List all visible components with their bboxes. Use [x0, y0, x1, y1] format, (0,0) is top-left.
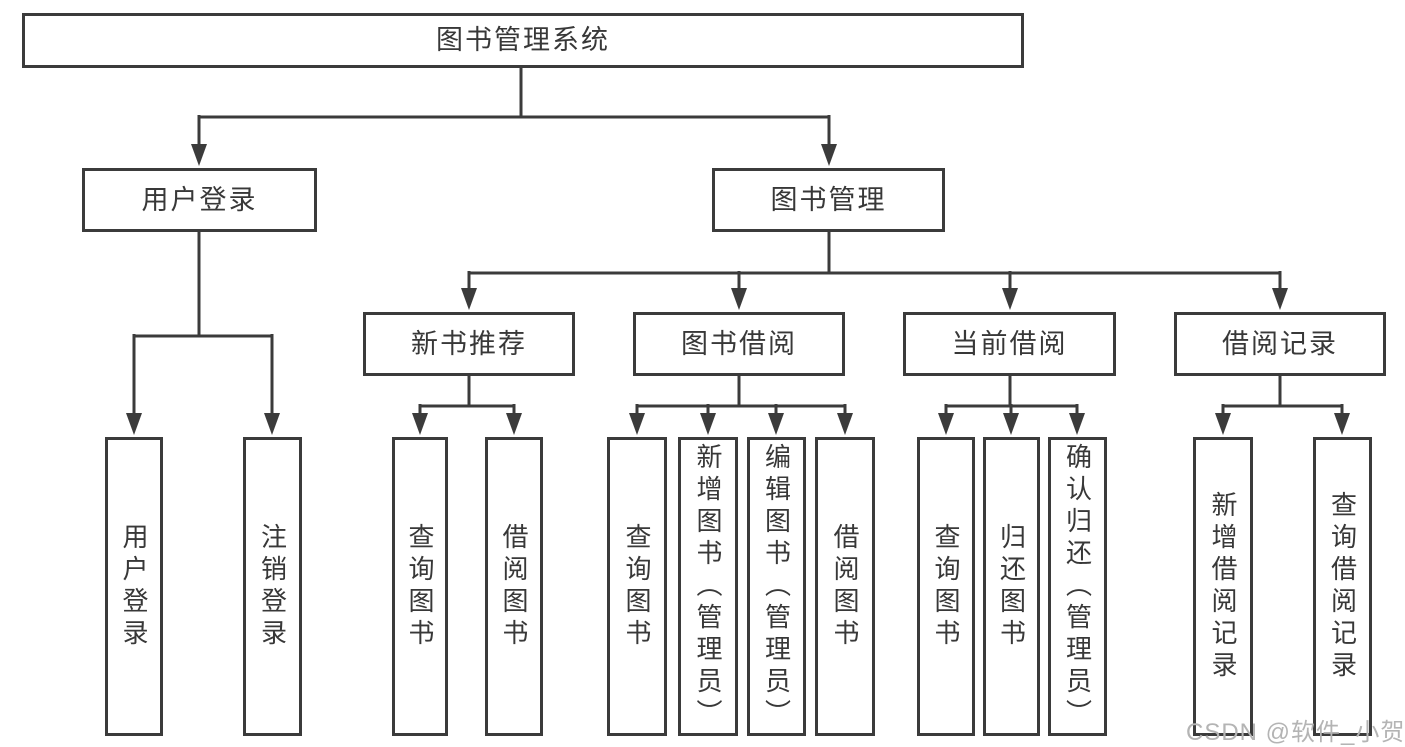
node-new-book-recommend-label: 新书推荐	[411, 328, 527, 359]
leaf-return-book: 归还图书	[983, 437, 1040, 736]
node-book-management: 图书管理	[712, 168, 945, 232]
leaf-borrow-books-recommend: 借阅图书	[485, 437, 543, 736]
leaf-edit-book-admin: 编辑图书（管理员）	[747, 437, 806, 736]
leaf-logout: 注销登录	[243, 437, 302, 736]
csdn-watermark: CSDN @软件_小贺同学	[1186, 719, 1405, 746]
node-new-book-recommend: 新书推荐	[363, 312, 575, 376]
connector-user-login-group	[132, 232, 274, 417]
node-borrow-records-label: 借阅记录	[1222, 328, 1338, 359]
node-user-login: 用户登录	[82, 168, 317, 232]
connector-book-borrow-group	[635, 375, 847, 417]
node-root-system: 图书管理系统	[22, 13, 1024, 68]
node-book-management-label: 图书管理	[770, 184, 887, 215]
node-book-borrow: 图书借阅	[633, 312, 845, 376]
leaf-add-book-admin: 新增图书（管理员）	[678, 437, 738, 736]
leaf-user-login: 用户登录	[105, 437, 163, 736]
node-book-borrow-label: 图书借阅	[681, 328, 797, 359]
connector-current-borrow-group	[944, 375, 1079, 417]
arrowheads	[126, 144, 1350, 435]
connector-root-to-level2	[197, 68, 831, 148]
leaf-confirm-return-admin: 确认归还（管理员）	[1048, 437, 1107, 736]
connector-borrow-record-group	[1221, 375, 1344, 417]
connector-book-mgmt-to-level3	[467, 232, 1282, 292]
leaf-query-books-recommend: 查询图书	[392, 437, 448, 736]
node-current-borrow: 当前借阅	[903, 312, 1116, 376]
leaf-add-borrow-record: 新增借阅记录	[1193, 437, 1253, 736]
node-root-label: 图书管理系统	[436, 25, 610, 55]
connector-new-book-group	[418, 375, 516, 417]
leaf-query-books-current: 查询图书	[917, 437, 975, 736]
node-borrow-records: 借阅记录	[1174, 312, 1386, 376]
node-user-login-label: 用户登录	[141, 184, 258, 215]
leaf-borrow-books-borrow: 借阅图书	[815, 437, 875, 736]
node-current-borrow-label: 当前借阅	[951, 328, 1068, 359]
leaf-query-borrow-record: 查询借阅记录	[1313, 437, 1372, 736]
leaf-query-books-borrow: 查询图书	[607, 437, 667, 736]
